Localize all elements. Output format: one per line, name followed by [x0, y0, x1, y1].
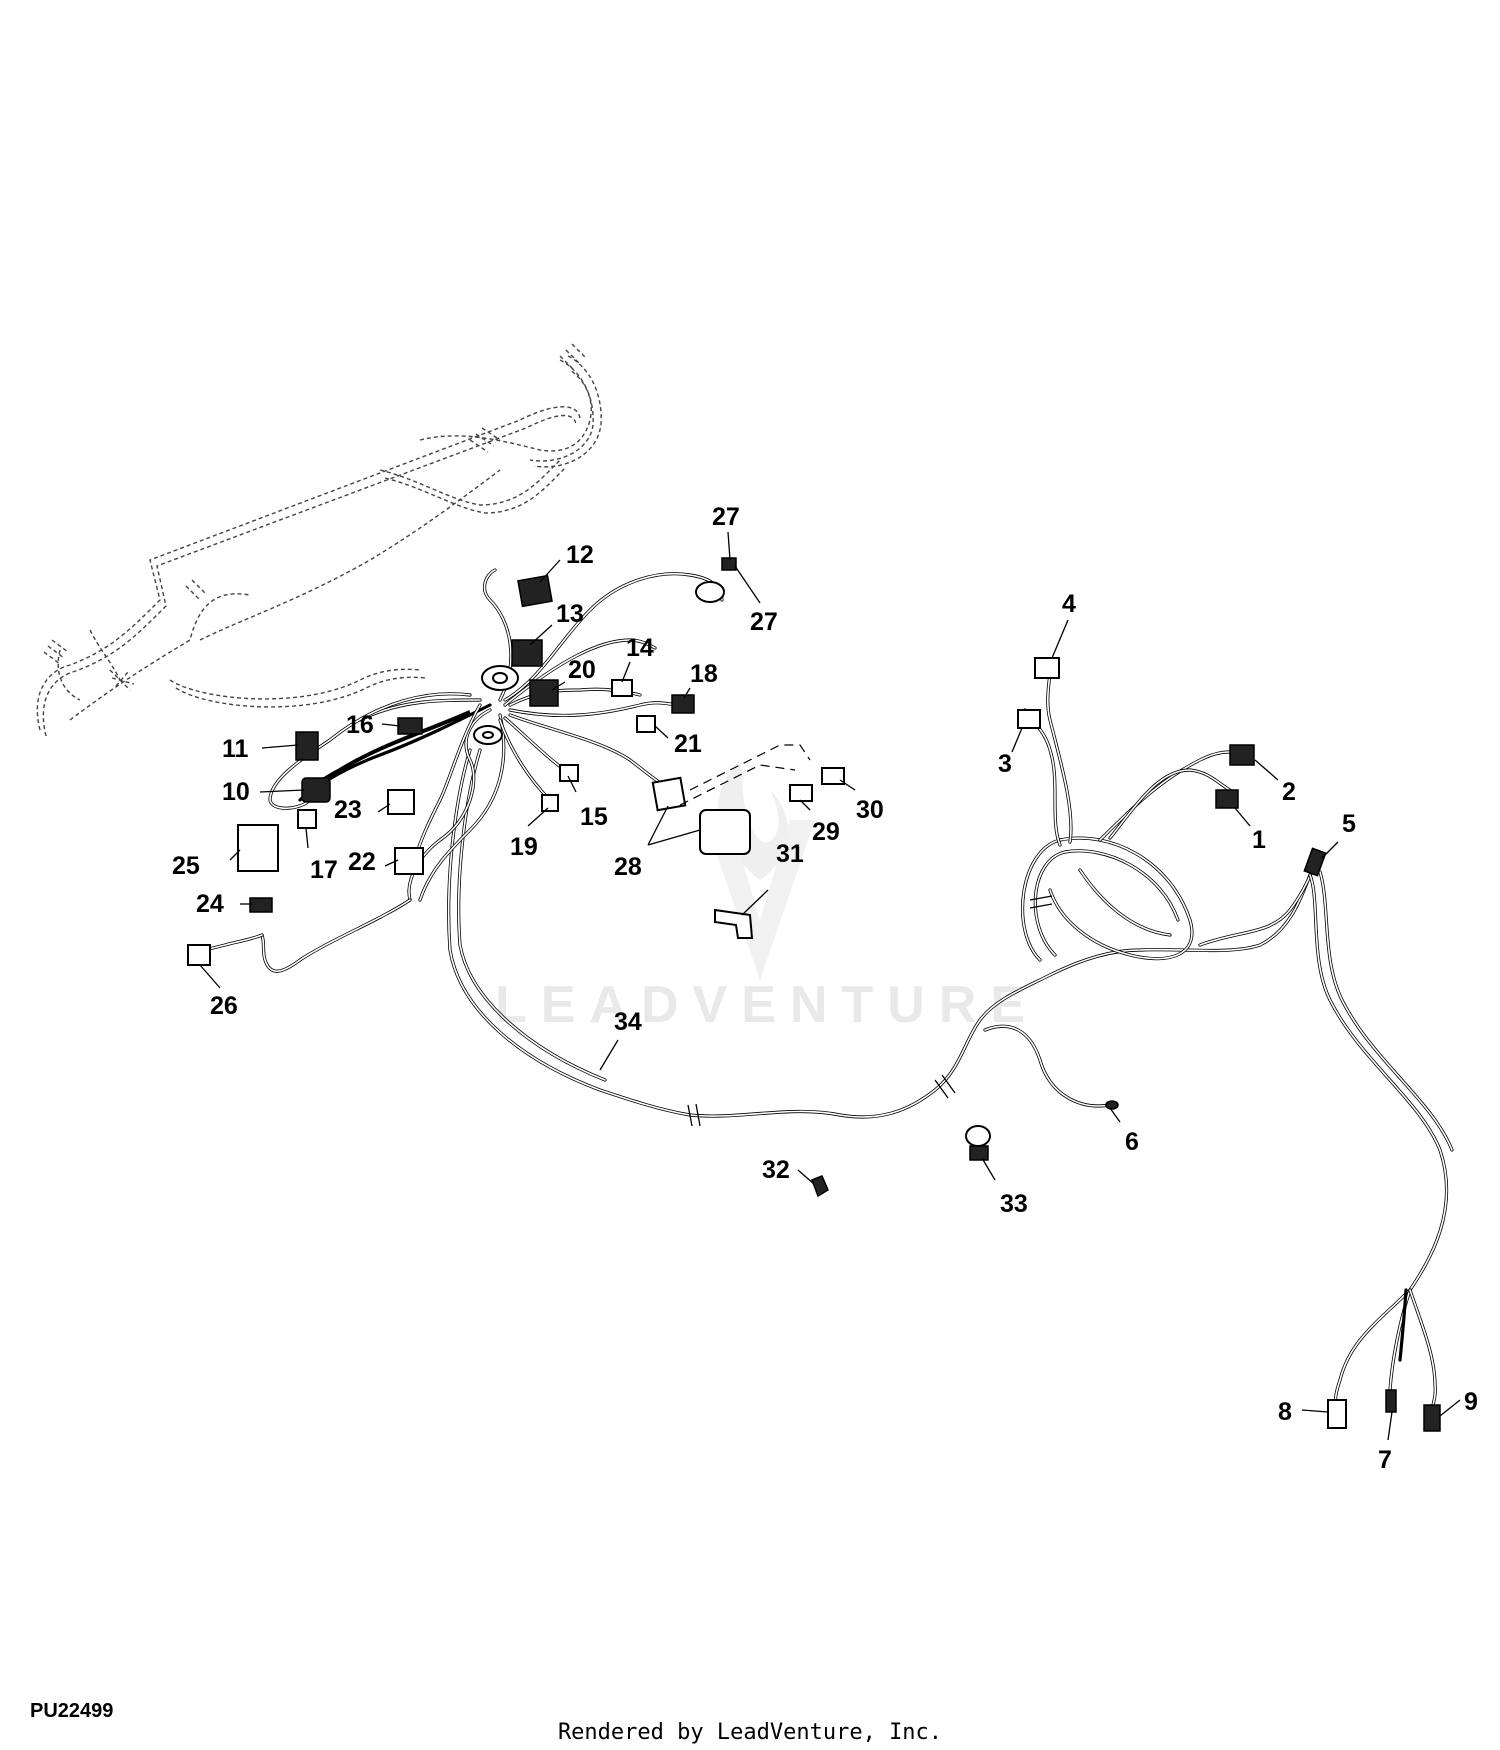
terminal-30 — [821, 767, 845, 785]
callout-21: 21 — [674, 730, 702, 758]
terminal-29 — [789, 784, 813, 802]
callout-3: 3 — [998, 750, 1012, 778]
connector-3 — [1017, 709, 1041, 729]
callout-7: 7 — [1378, 1446, 1392, 1474]
connector-24 — [249, 897, 273, 913]
clamp-33 — [965, 1125, 991, 1147]
connector-17 — [297, 809, 317, 829]
connector-16 — [397, 717, 423, 735]
callout-2: 2 — [1282, 778, 1296, 806]
callout-19: 19 — [510, 833, 538, 861]
connector-14 — [611, 679, 633, 697]
bracket-31 — [714, 908, 754, 939]
callout-6: 6 — [1125, 1128, 1139, 1156]
reference-harness-ghost — [36, 343, 602, 737]
callout-25: 25 — [172, 852, 200, 880]
callout-labels: 1 2 3 4 5 6 7 8 9 10 11 12 13 14 15 16 1… — [172, 503, 1478, 1474]
connector-4 — [1034, 657, 1060, 679]
callout-31: 31 — [776, 840, 804, 868]
connector-2 — [1229, 744, 1255, 766]
callout-10: 10 — [222, 778, 250, 806]
callout-30: 30 — [856, 796, 884, 824]
clamp-33-base — [969, 1145, 989, 1161]
module-25 — [237, 824, 279, 872]
footer-credit: Rendered by LeadVenture, Inc. — [557, 1720, 943, 1745]
relay-22 — [394, 847, 424, 875]
watermark: LEADVENTURE — [495, 760, 1039, 1034]
connector-10 — [301, 777, 331, 803]
connector-8 — [1327, 1399, 1347, 1429]
callout-8: 8 — [1278, 1398, 1292, 1426]
relay-23 — [387, 789, 415, 815]
main-harness-34 — [447, 668, 1454, 1412]
callout-29: 29 — [812, 818, 840, 846]
callout-22: 22 — [348, 848, 376, 876]
callout-32: 32 — [762, 1156, 790, 1184]
connector-15 — [559, 764, 579, 782]
callout-28: 28 — [614, 853, 642, 881]
callout-4: 4 — [1062, 590, 1076, 618]
callout-1: 1 — [1252, 826, 1266, 854]
watermark-text: LEADVENTURE — [495, 976, 1039, 1034]
callout-34: 34 — [614, 1008, 642, 1036]
callout-27-top: 27 — [712, 503, 740, 531]
connector-20 — [529, 679, 559, 707]
connector-26 — [187, 944, 211, 966]
connector-18 — [671, 694, 695, 714]
callout-27-bottom: 27 — [750, 608, 778, 636]
callout-13: 13 — [556, 600, 584, 628]
callout-5: 5 — [1342, 810, 1356, 838]
connector-5 — [1303, 847, 1327, 877]
callout-16: 16 — [346, 711, 374, 739]
callout-33: 33 — [1000, 1190, 1028, 1218]
figure-id: PU22499 — [30, 1700, 114, 1722]
connector-28b — [699, 809, 751, 855]
callout-11: 11 — [222, 735, 249, 763]
connector-19 — [541, 794, 559, 812]
connector-12 — [517, 574, 553, 608]
connector-7 — [1385, 1389, 1397, 1413]
callout-14: 14 — [626, 634, 654, 662]
callout-23: 23 — [334, 796, 362, 824]
connector-27 — [721, 557, 737, 571]
callout-17: 17 — [310, 856, 338, 884]
connector-21 — [636, 715, 656, 733]
connector-11 — [295, 731, 319, 761]
callout-26: 26 — [210, 992, 238, 1020]
clip-32 — [811, 1175, 829, 1198]
connectors — [187, 557, 1441, 1432]
connector-28a — [651, 776, 687, 812]
callout-20: 20 — [568, 656, 596, 684]
callout-18: 18 — [690, 660, 718, 688]
ground-terminal-6 — [1105, 1100, 1119, 1110]
callout-15: 15 — [580, 803, 608, 831]
connector-13 — [511, 639, 543, 667]
connector-9 — [1423, 1404, 1441, 1432]
callout-24: 24 — [196, 890, 224, 918]
leader-lines — [199, 531, 1461, 1441]
connector-1 — [1215, 789, 1239, 809]
callout-12: 12 — [566, 541, 594, 569]
callout-9: 9 — [1464, 1388, 1478, 1416]
